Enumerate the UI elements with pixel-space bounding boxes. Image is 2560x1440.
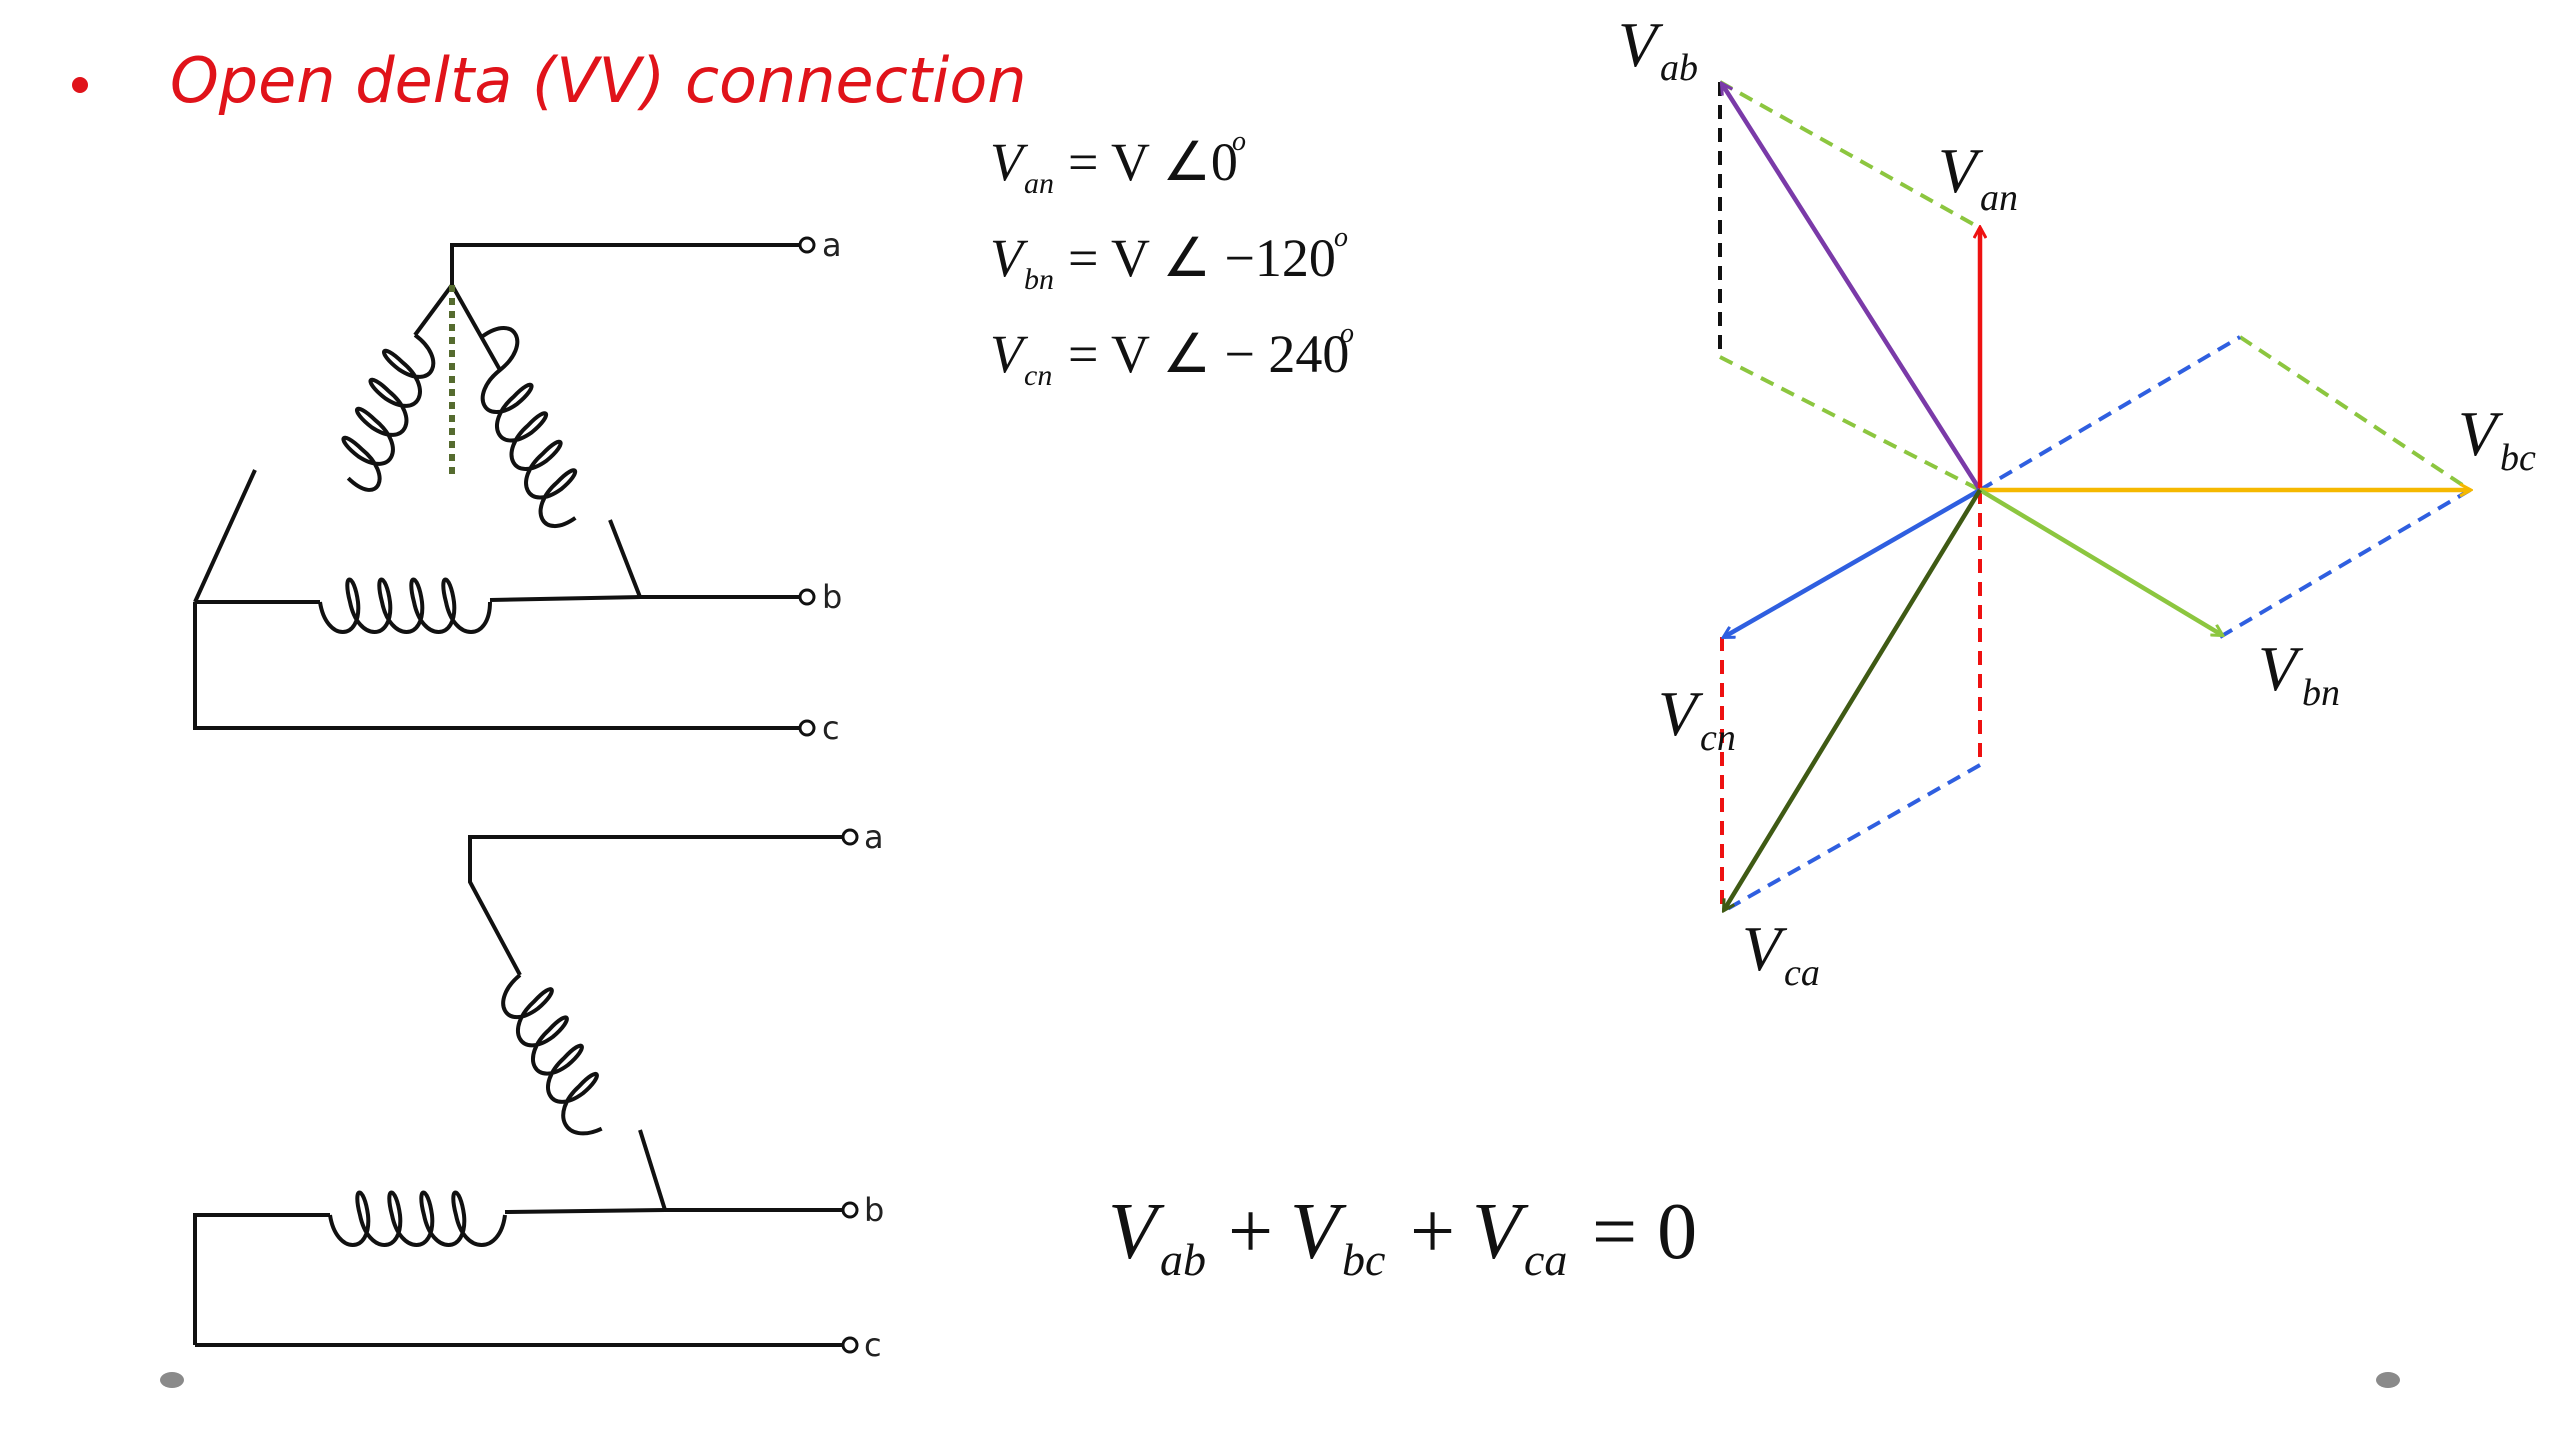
svg-text:o: o — [1334, 222, 1348, 253]
svg-text:= V ∠ −120: = V ∠ −120 — [1068, 228, 1336, 288]
terminal-b2-label: b — [864, 1191, 884, 1229]
svg-text:= V ∠0: = V ∠0 — [1068, 132, 1238, 192]
wire-b — [608, 519, 800, 599]
terminal-a2-circle — [841, 828, 859, 846]
slide-title: Open delta (VV) connection — [72, 44, 1027, 117]
svg-text:V: V — [1472, 1188, 1529, 1276]
svg-text:= V ∠ − 240: = V ∠ − 240 — [1068, 324, 1349, 384]
svg-text:cn: cn — [1024, 359, 1052, 392]
dash-blue-right — [2218, 488, 2472, 639]
terminal-b-label: b — [822, 578, 842, 616]
terminal-b2-circle — [841, 1201, 859, 1219]
label-van: V an — [1938, 135, 2018, 219]
open-delta-circuit: a b c — [193, 818, 884, 1364]
svg-text:V: V — [990, 228, 1029, 288]
terminal-a2-label: a — [864, 818, 884, 856]
delta-circuit: a b c — [193, 226, 842, 747]
terminal-c2-label: c — [864, 1326, 882, 1364]
dash-green-mid — [1719, 355, 1981, 492]
coil-bottom2 — [328, 1190, 507, 1247]
svg-text:V: V — [1742, 913, 1788, 984]
wire-bottom-right — [489, 595, 641, 602]
equation-van: V an = V ∠0 o — [990, 126, 1246, 200]
wire-b2 — [638, 1129, 843, 1212]
sum-equation: V ab + V bc + V ca = 0 — [1108, 1188, 1697, 1285]
wire-bottom-left2 — [193, 1213, 330, 1345]
svg-text:V: V — [990, 132, 1029, 192]
svg-text:ca: ca — [1524, 1234, 1567, 1285]
dash-green-right — [2238, 335, 2472, 492]
phasor-diagram: V ab V an V bc V bn V cn V ca — [1618, 9, 2536, 994]
label-vbc: V bc — [2458, 398, 2536, 479]
svg-text:ca: ca — [1784, 952, 1820, 994]
phasor-vbn — [1978, 488, 2222, 635]
terminal-a-label: a — [822, 226, 842, 264]
svg-text:bn: bn — [2302, 672, 2340, 714]
terminal-b-circle — [798, 588, 816, 606]
svg-text:+: + — [1228, 1188, 1273, 1276]
wire-apex-left — [413, 283, 454, 337]
title-text: Open delta (VV) connection — [170, 44, 1027, 117]
wire-apex-right — [450, 284, 502, 371]
label-vcn: V cn — [1658, 678, 1736, 759]
slide-dot-right — [2376, 1372, 2400, 1388]
phase-equations: V an = V ∠0 o V bn = V ∠ −120 o V cn = V… — [990, 126, 1354, 392]
svg-text:bn: bn — [1024, 263, 1054, 296]
dash-blue-bottom — [1721, 763, 1981, 914]
svg-text:ab: ab — [1660, 47, 1698, 89]
wire-a2 — [468, 835, 843, 976]
svg-text:V: V — [1658, 678, 1704, 749]
dash-green-top — [1719, 80, 1981, 230]
coil-left — [341, 333, 436, 492]
svg-text:bc: bc — [2500, 437, 2536, 479]
svg-text:V: V — [1290, 1188, 1347, 1276]
title-bullet — [72, 77, 88, 93]
dash-blue-top — [1978, 335, 2242, 492]
coil-bottom — [318, 577, 492, 634]
slide-dot-left — [160, 1372, 184, 1388]
terminal-c-circle — [798, 719, 816, 737]
svg-text:V: V — [2258, 633, 2304, 704]
svg-text:ab: ab — [1160, 1234, 1206, 1285]
svg-text:cn: cn — [1700, 717, 1736, 759]
svg-text:an: an — [1980, 177, 2018, 219]
svg-text:V: V — [1108, 1188, 1165, 1276]
label-vbn: V bn — [2258, 633, 2340, 714]
terminal-c-label: c — [822, 709, 840, 747]
equation-vbn: V bn = V ∠ −120 o — [990, 222, 1348, 296]
svg-text:V: V — [2458, 398, 2504, 469]
terminal-c2-circle — [841, 1336, 859, 1354]
phasor-vab — [1722, 84, 1982, 492]
terminal-a-circle — [798, 236, 816, 254]
svg-text:+: + — [1410, 1188, 1455, 1276]
svg-text:bc: bc — [1342, 1234, 1385, 1285]
label-vca: V ca — [1742, 913, 1820, 994]
wire-left-bottom — [193, 469, 257, 603]
wire-a — [450, 243, 800, 285]
coil-right — [480, 326, 578, 528]
label-vab: V ab — [1618, 9, 1698, 89]
svg-text:V: V — [990, 324, 1029, 384]
svg-text:an: an — [1024, 167, 1054, 200]
equation-vcn: V cn = V ∠ − 240 o — [990, 318, 1354, 392]
coil-right2 — [501, 973, 603, 1136]
svg-text:o: o — [1232, 126, 1246, 157]
svg-text:o: o — [1340, 318, 1354, 349]
svg-text:V: V — [1938, 135, 1984, 206]
wire-c — [193, 602, 800, 730]
phasor-vca — [1724, 488, 1982, 910]
phasor-vcn — [1724, 488, 1982, 637]
svg-text:V: V — [1618, 9, 1664, 80]
wire-bottom-right2 — [504, 1208, 666, 1214]
svg-text:= 0: = 0 — [1592, 1188, 1697, 1276]
